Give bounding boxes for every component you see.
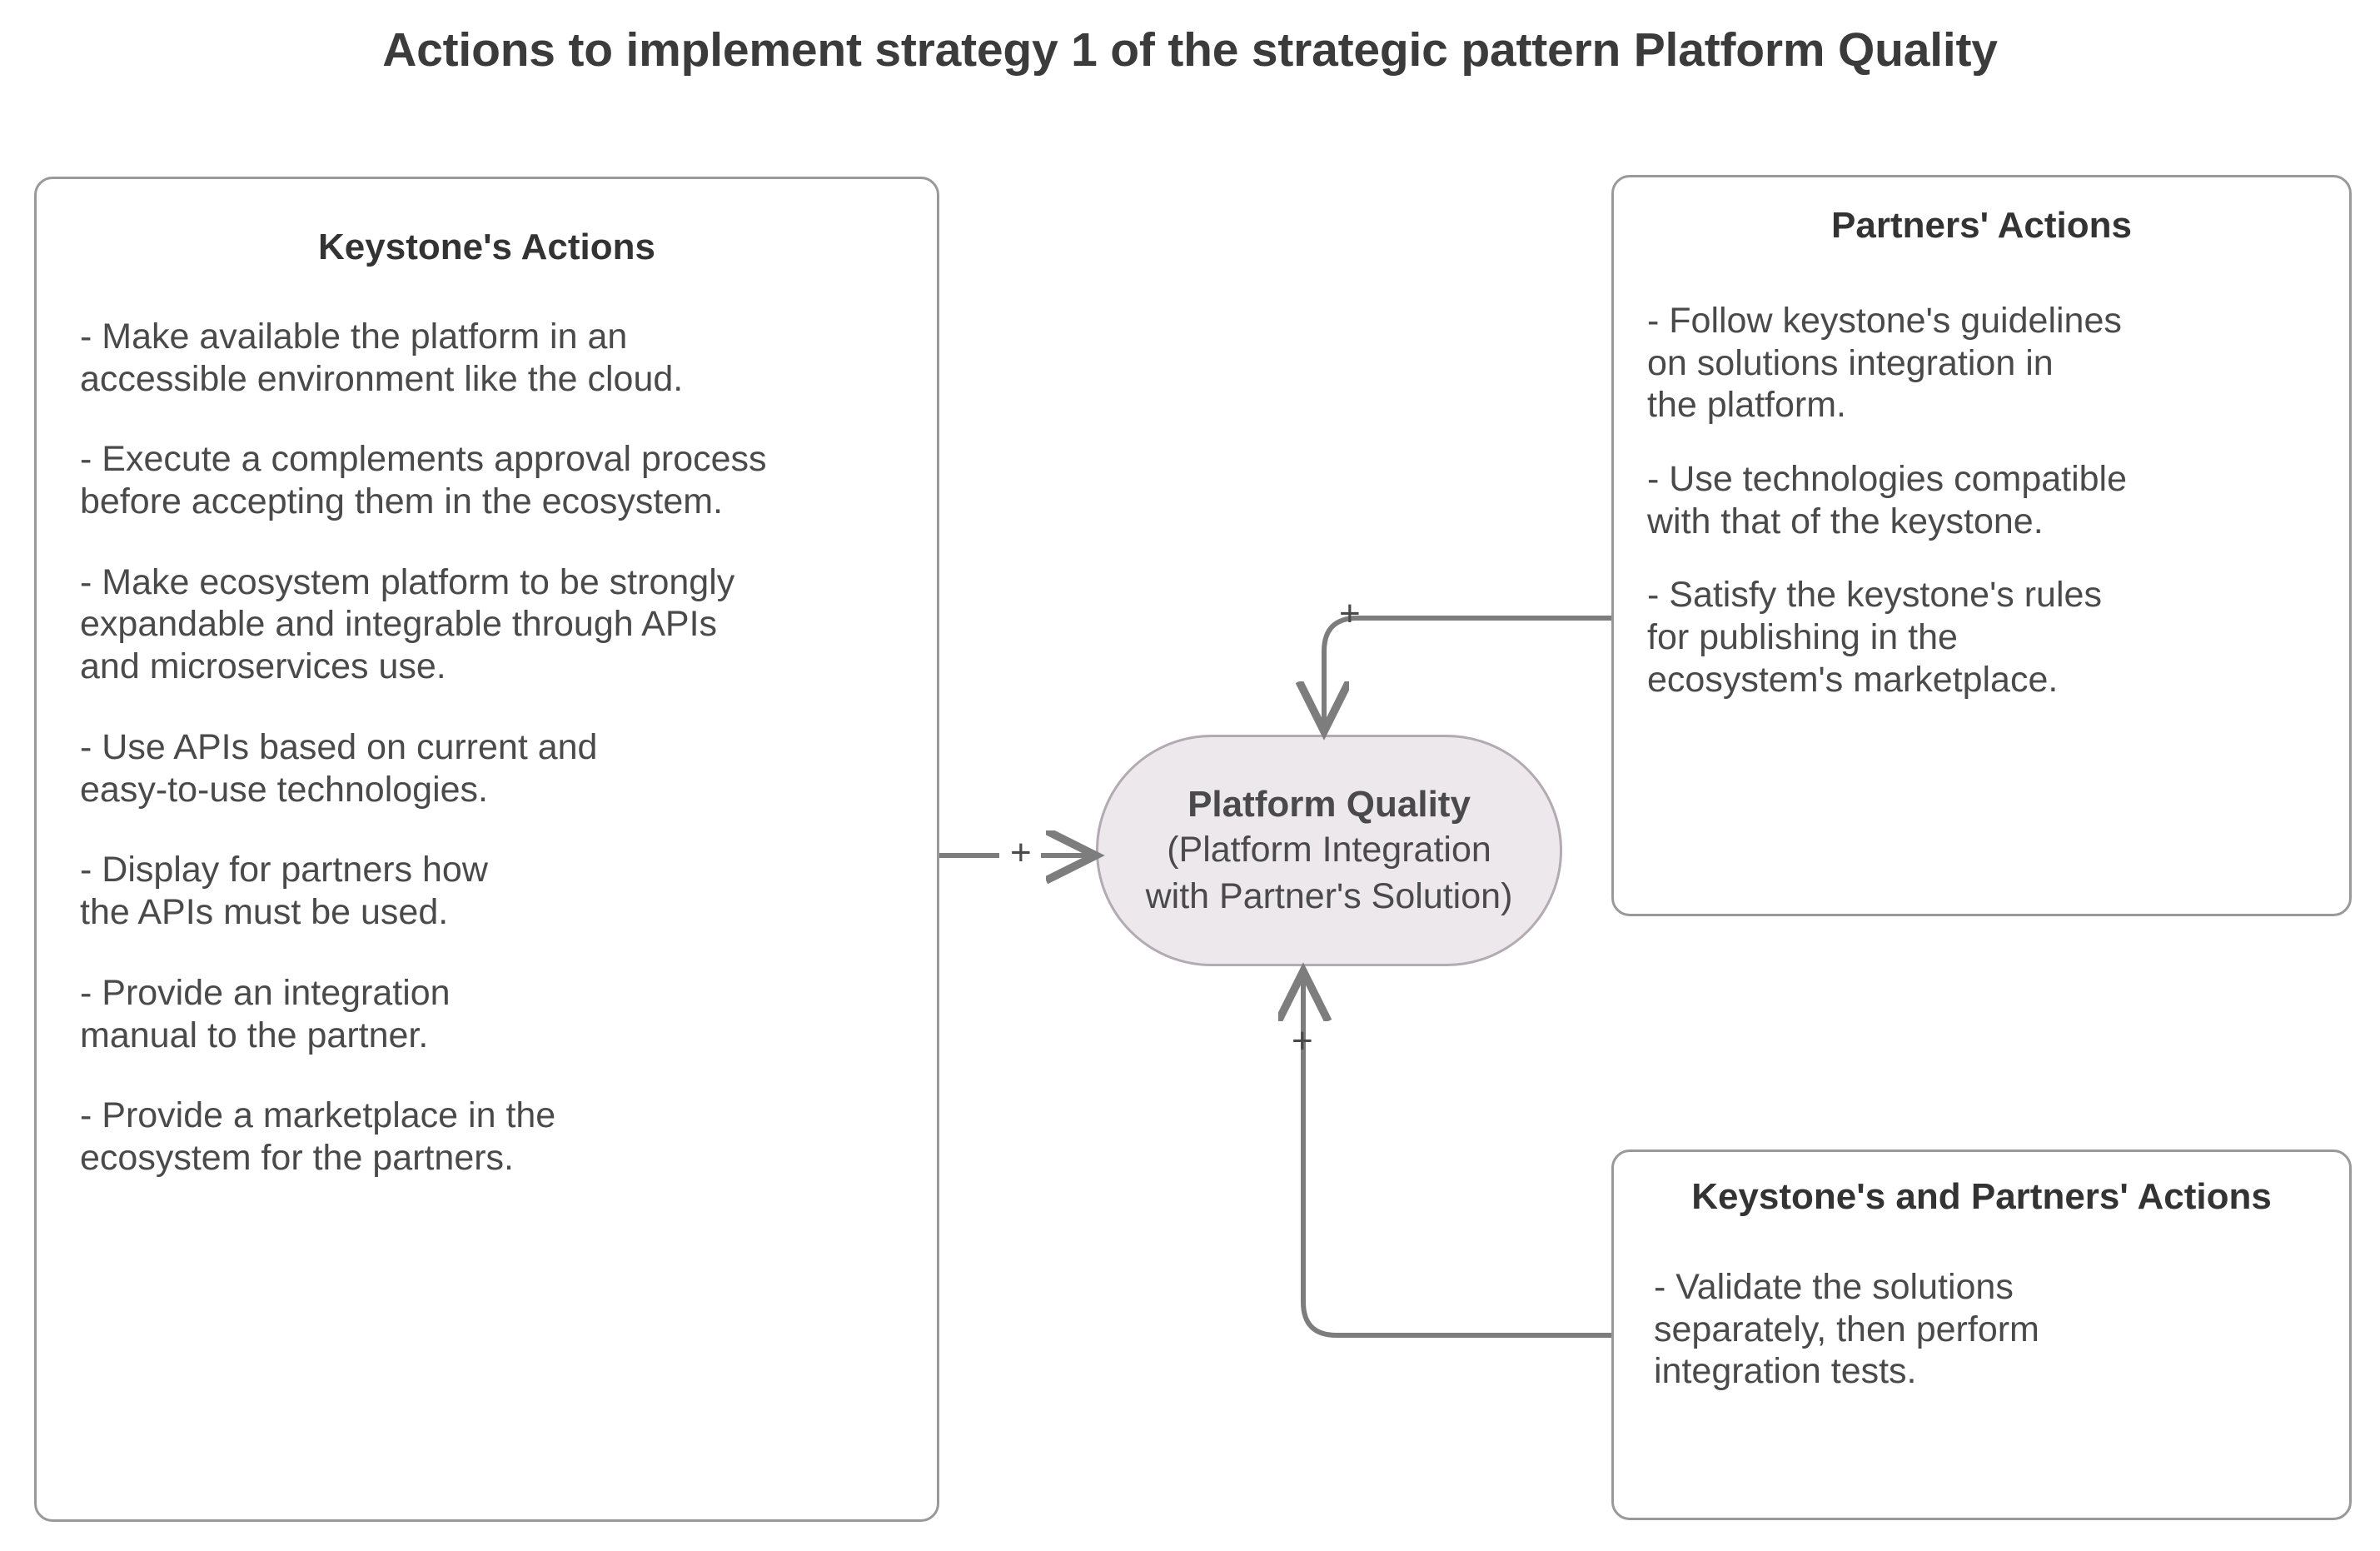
group-heading-keystone: Keystone's Actions bbox=[318, 227, 655, 267]
list-item: - Execute a complements approval process… bbox=[80, 439, 767, 521]
group-box-partners-actions[interactable]: Partners' Actions - Follow keystone's gu… bbox=[1611, 175, 2352, 916]
list-item: - Display for partners how the APIs must… bbox=[80, 850, 488, 933]
bullet-list-both: - Validate the solutions separately, the… bbox=[1614, 1266, 2349, 1393]
bullet-list-partners: - Follow keystone's guidelines on soluti… bbox=[1614, 300, 2349, 701]
list-item: - Satisfy the keystone's rules for publi… bbox=[1647, 575, 2102, 700]
node-title: Platform Quality bbox=[1188, 784, 1471, 825]
edge-partners-to-node bbox=[1324, 616, 1611, 726]
group-heading-both: Keystone's and Partners' Actions bbox=[1691, 1176, 2272, 1217]
list-item: - Provide an integration manual to the p… bbox=[80, 972, 451, 1055]
bullet-list-keystone: - Make available the platform in an acce… bbox=[37, 316, 937, 1179]
page-title: Actions to implement strategy 1 of the s… bbox=[382, 23, 1998, 77]
list-item: - Make available the platform in an acce… bbox=[80, 316, 684, 399]
edge-label-keystone-polarity: + bbox=[1010, 832, 1032, 873]
list-item: - Follow keystone's guidelines on soluti… bbox=[1647, 300, 2122, 426]
group-box-keystone-actions[interactable]: Keystone's Actions - Make available the … bbox=[34, 177, 939, 1522]
group-box-keystone-and-partners-actions[interactable]: Keystone's and Partners' Actions - Valid… bbox=[1611, 1150, 2352, 1520]
list-item: - Use APIs based on current and easy-to-… bbox=[80, 726, 598, 810]
node-subtitle-line-2: with Partner's Solution) bbox=[1145, 875, 1513, 916]
list-item: - Validate the solutions separately, the… bbox=[1654, 1266, 2039, 1392]
group-heading-partners: Partners' Actions bbox=[1831, 205, 2132, 246]
edge-label-partners-polarity: + bbox=[1339, 593, 1361, 634]
edge-both-to-node bbox=[1303, 976, 1611, 1338]
node-subtitle-line-1: (Platform Integration bbox=[1167, 830, 1491, 870]
node-platform-quality[interactable]: Platform Quality (Platform Integration w… bbox=[1096, 735, 1562, 966]
edge-label-both-polarity: + bbox=[1292, 1020, 1313, 1061]
list-item: - Use technologies compatible with that … bbox=[1647, 459, 2128, 541]
list-item: - Provide a marketplace in the ecosystem… bbox=[80, 1095, 556, 1179]
list-item: - Make ecosystem platform to be strongly… bbox=[80, 561, 735, 687]
